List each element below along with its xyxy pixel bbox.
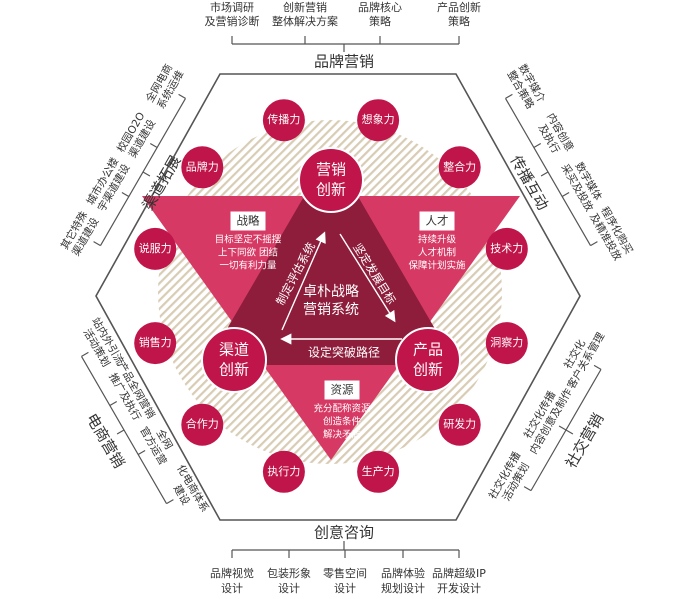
side-bracket-tick <box>590 241 598 247</box>
ring-label: 执行力 <box>267 464 300 478</box>
top-item-line2: 策略 <box>448 14 470 28</box>
side-bracket-tick <box>561 192 570 198</box>
bottom-item-line1: 品牌超级IP <box>432 566 486 580</box>
side-bracket-stem <box>116 429 125 435</box>
ring-circle <box>438 146 481 189</box>
top-item-line1: 产品创新 <box>437 0 481 14</box>
top-item-line1: 创新营销 <box>283 0 327 14</box>
arrow-right-line <box>339 233 396 323</box>
ring-label: 品牌力 <box>186 159 219 173</box>
ring-circle <box>262 99 305 142</box>
side-bracket-tick <box>137 450 146 456</box>
ring-label: 技术力 <box>490 242 523 255</box>
box-resource-line: 创造条件 <box>323 416 362 428</box>
node-left-line1: 渠道 <box>219 341 249 359</box>
top-item-line2: 及营销诊断 <box>205 14 260 28</box>
arrow-label-bottom: 设定突破路径 <box>308 345 380 360</box>
side-bracket-tick <box>505 93 513 99</box>
node-circle-top <box>298 147 364 213</box>
bottom-item-line1: 品牌视觉 <box>210 566 254 580</box>
ring-label: 说服力 <box>139 241 172 255</box>
box-talent-title-bg <box>419 211 455 231</box>
side-bracket-stem <box>142 171 151 177</box>
box-talent-title: 人才 <box>426 214 449 228</box>
side-bracket-tick <box>523 486 532 492</box>
arrow-left-line <box>281 231 326 331</box>
box-strategy-line: 目标坚定不摇摆 <box>215 234 282 246</box>
top-item-line2: 整体解决方案 <box>272 14 338 28</box>
node-top-line1: 营销 <box>316 161 346 179</box>
bottom-item-line1: 包装形象 <box>267 567 311 580</box>
bottom-item-line1: 品牌体验 <box>381 566 425 580</box>
ring-label: 想象力 <box>362 112 395 126</box>
bottom-item-line2: 开发设计 <box>437 581 481 595</box>
box-talent-line: 保障计划实施 <box>408 260 466 272</box>
box-strategy-line: 上下同欲 团结 <box>218 247 278 259</box>
side-bracket-tick <box>93 241 101 247</box>
box-strategy-title: 战略 <box>237 214 260 228</box>
side-bracket-tick <box>81 351 89 357</box>
ring-label: 传播力 <box>267 112 300 126</box>
side-bracket-tick <box>109 400 118 406</box>
center-title-line2: 营销系统 <box>303 302 359 318</box>
ring-label: 销售力 <box>139 335 172 349</box>
ring-circle <box>181 146 224 189</box>
node-circle-right <box>395 327 461 393</box>
ring-label: 合作力 <box>186 417 219 431</box>
bottom-item-line2: 设计 <box>278 582 300 595</box>
bottom-item-line1: 零售空间 <box>323 566 367 580</box>
bottom-item-line2: 设计 <box>221 582 243 595</box>
center-title-line1: 卓朴战略 <box>303 284 359 300</box>
top-item-line1: 品牌核心 <box>358 0 402 14</box>
ring-label: 整合力 <box>443 159 476 173</box>
side-bracket-stem <box>540 171 549 177</box>
box-resource-line: 解决矛盾 <box>323 429 362 441</box>
hex-title-lower_right: 社交营销 <box>562 410 608 471</box>
ring-circle <box>181 403 224 446</box>
node-top-line2: 创新 <box>316 181 346 199</box>
node-circle-left <box>201 327 267 393</box>
box-resource-title: 资源 <box>331 383 354 397</box>
side-bracket-stem <box>565 429 574 435</box>
side-bracket-tick <box>593 364 602 370</box>
ring-circle <box>357 450 400 493</box>
node-right-line1: 产品 <box>413 341 443 359</box>
ring-label: 生产力 <box>362 464 395 478</box>
box-strategy-line: 一切有利力量 <box>219 260 277 272</box>
box-strategy-title-bg <box>230 211 266 231</box>
box-talent-line: 持续升级 <box>418 234 457 246</box>
side-bracket-tick <box>558 425 567 431</box>
ring-circle <box>262 450 305 493</box>
bottom-item-line2: 设计 <box>334 582 356 595</box>
top-item-line1: 市场调研 <box>210 0 254 14</box>
ring-label: 研发力 <box>443 417 476 431</box>
side-bracket-tick <box>121 192 130 198</box>
box-resource-line: 充分配称资源 <box>313 403 371 415</box>
ring-circle <box>438 403 481 446</box>
ring-circle <box>134 322 177 365</box>
ring-circle <box>134 227 177 270</box>
hex-title-bottom: 创意咨询 <box>314 524 374 542</box>
side-bracket-tick <box>166 499 174 505</box>
hex-title-lower_left: 电商营销 <box>83 410 129 471</box>
ring-circle <box>485 227 528 270</box>
side-bracket-tick <box>178 93 186 99</box>
hex-title-top: 品牌营销 <box>314 53 374 71</box>
top-item-line2: 策略 <box>369 14 391 28</box>
ring-label: 洞察力 <box>490 335 523 349</box>
ring-circle <box>485 322 528 365</box>
box-talent-line: 人才机制 <box>418 247 456 259</box>
node-right-line2: 创新 <box>413 361 443 379</box>
node-left-line2: 创新 <box>219 361 249 379</box>
side-bracket-tick <box>533 142 542 148</box>
box-resource-title-bg <box>324 380 360 400</box>
side-bracket-tick <box>149 142 158 148</box>
ring-circle <box>357 99 400 142</box>
hexagon-frame <box>95 73 581 521</box>
bottom-item-line2: 规划设计 <box>381 581 425 595</box>
